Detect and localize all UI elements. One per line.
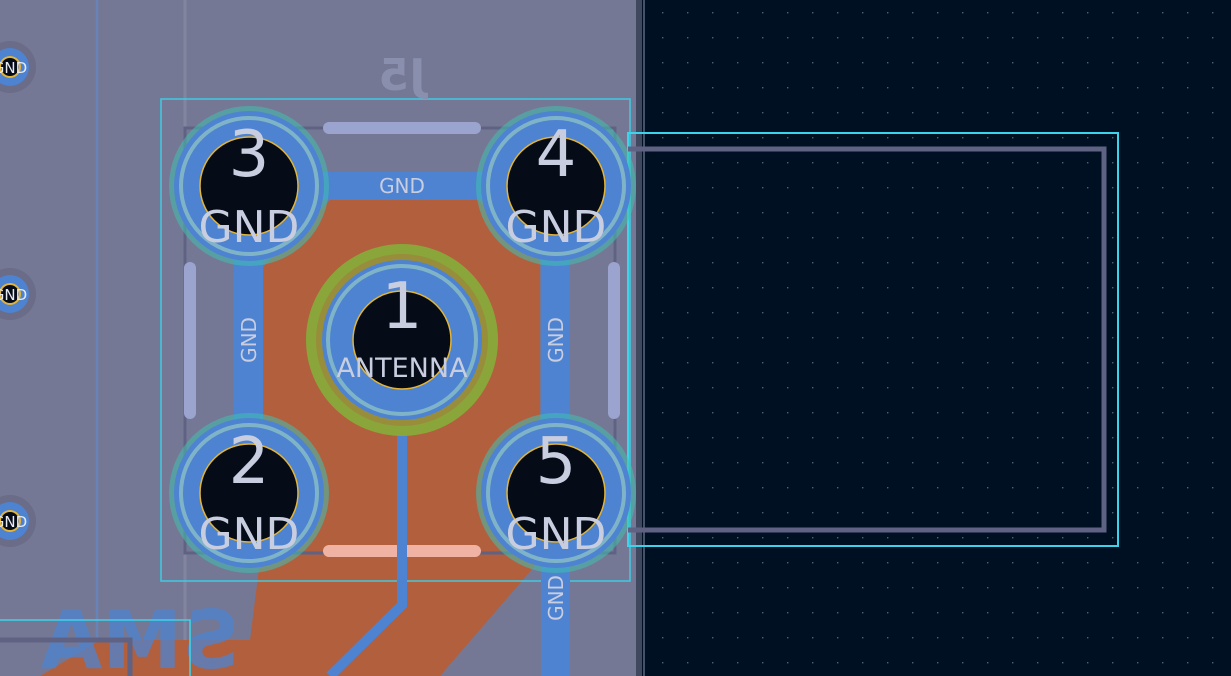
pad-2-number: 2 [229, 425, 270, 499]
via-3[interactable]: GND [0, 495, 36, 547]
pad-1[interactable]: 1 ANTENNA [306, 244, 498, 436]
footprint-courtyard [160, 98, 631, 582]
reference-designator-back: J5 [379, 50, 429, 101]
track-bottom-net-label: GND [544, 575, 568, 621]
via-1[interactable]: GND [0, 41, 36, 93]
silkscreen-bar-right [608, 262, 620, 419]
footprint-value-back: SMA [40, 594, 239, 676]
via-1-net: GND [0, 59, 27, 77]
track-left-net-label: GND [237, 317, 261, 363]
grid-dots [640, 0, 1231, 676]
pad-5[interactable]: 5 GND [476, 413, 636, 573]
board-edge-cut [636, 0, 642, 676]
pad-1-net: ANTENNA [336, 353, 468, 384]
pad-3-net: GND [199, 202, 300, 253]
pad-3-number: 3 [229, 118, 270, 192]
via-3-net: GND [0, 513, 27, 531]
pad-5-number: 5 [536, 425, 577, 499]
silkscreen-bar-left [184, 262, 196, 419]
via-2-net: GND [0, 286, 27, 304]
pad-1-number: 1 [382, 270, 423, 344]
pad-2[interactable]: 2 GND [169, 413, 329, 573]
pad-4-number: 4 [536, 118, 577, 192]
track-right-net-label: GND [544, 317, 568, 363]
pad-3[interactable]: 3 GND [169, 106, 329, 266]
track-top-net-label: GND [379, 174, 425, 198]
pad-5-net: GND [506, 509, 607, 560]
pad-2-net: GND [199, 509, 300, 560]
adjacent-courtyard [0, 619, 191, 676]
pad-4-net: GND [506, 202, 607, 253]
connector-body-courtyard [627, 132, 1119, 547]
via-2[interactable]: GND [0, 268, 36, 320]
silkscreen-bar-top [323, 122, 481, 134]
connector-fab-outline [628, 146, 1107, 533]
pad-4[interactable]: 4 GND [476, 106, 636, 266]
adjacent-fab [0, 637, 133, 676]
